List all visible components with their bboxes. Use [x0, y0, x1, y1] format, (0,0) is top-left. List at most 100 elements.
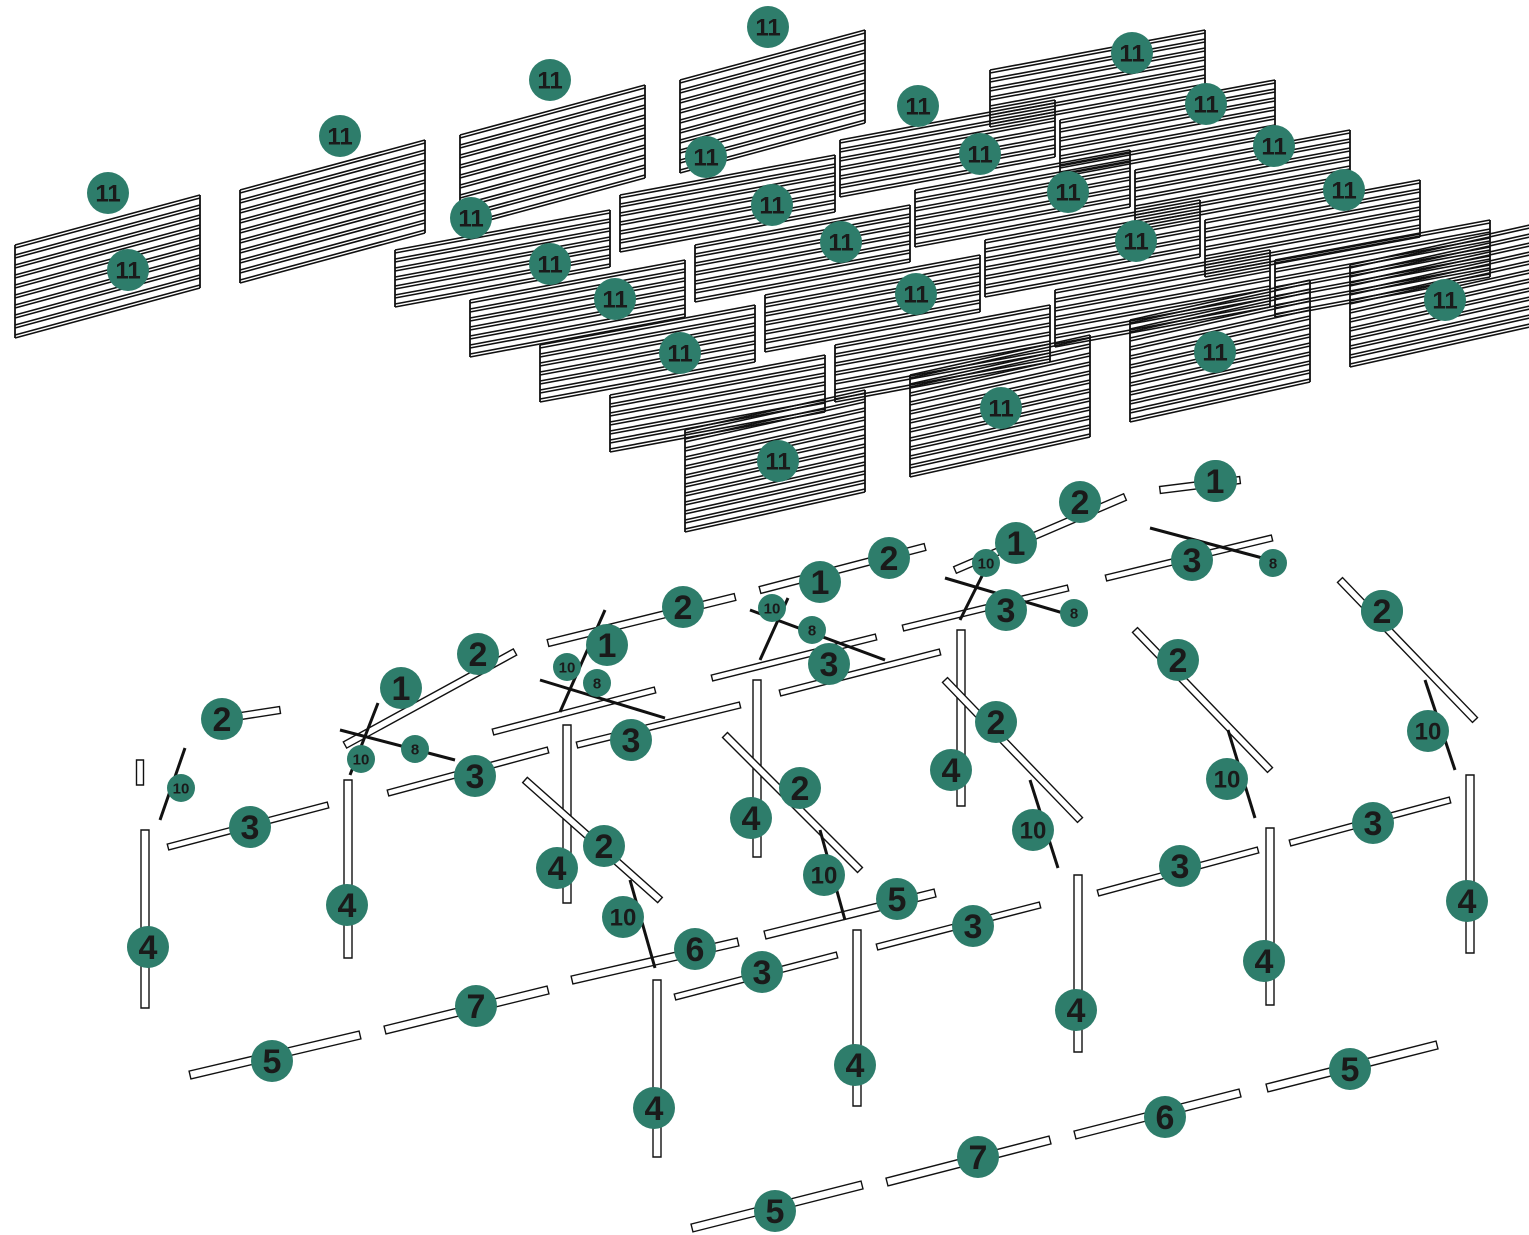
- part-callout: 8: [798, 616, 826, 644]
- part-callout: 11: [751, 184, 793, 226]
- callout-number: 4: [1255, 943, 1274, 981]
- panel-rib: [1349, 254, 1529, 296]
- callout-number: 3: [622, 722, 641, 760]
- callout-circle: [594, 278, 636, 320]
- callout-number: 1: [811, 564, 830, 602]
- panel-rib: [1274, 222, 1491, 264]
- callout-number: 11: [1331, 178, 1356, 205]
- part-callout: 2: [583, 825, 625, 867]
- panel-rib: [459, 87, 646, 139]
- panel-rib: [1054, 276, 1271, 318]
- panel-rib: [239, 202, 426, 254]
- panel-rib: [1059, 124, 1276, 166]
- panel-rib: [984, 199, 1201, 241]
- callout-circle: [1424, 279, 1466, 321]
- callout-circle: [251, 1040, 293, 1082]
- panel-rib: [679, 89, 866, 141]
- roof-panel: [619, 154, 836, 253]
- callout-number: 8: [593, 676, 601, 693]
- part-callout: 11: [747, 6, 789, 48]
- panel-rib: [834, 313, 1051, 355]
- callout-circle: [347, 745, 375, 773]
- callout-number: 10: [811, 863, 838, 890]
- callout-number: 3: [753, 954, 772, 992]
- panel-rib: [1129, 282, 1311, 324]
- panel-rib: [609, 375, 826, 417]
- bow-tube: [1336, 576, 1479, 724]
- panel-rib: [909, 433, 1091, 475]
- panel-rib: [1204, 224, 1421, 266]
- callout-number: 8: [1070, 606, 1078, 623]
- panel-rib: [1059, 133, 1276, 175]
- panel-rib: [984, 247, 1201, 289]
- panel-rib: [459, 94, 646, 146]
- part-callout: 8: [1259, 549, 1287, 577]
- panel-rib: [239, 149, 426, 201]
- panel-rib: [469, 268, 686, 310]
- panel-rib: [239, 219, 426, 271]
- panel-rib: [989, 77, 1206, 119]
- panel-rib: [684, 488, 866, 530]
- callout-number: 11: [1123, 229, 1148, 256]
- panel-rib: [1059, 97, 1276, 139]
- part-callout: 1: [380, 667, 422, 709]
- panel-rib: [989, 59, 1206, 101]
- callout-number: 11: [759, 193, 784, 220]
- callout-number: 11: [755, 15, 780, 42]
- callout-circle: [662, 586, 704, 628]
- callout-number: 2: [1373, 593, 1392, 631]
- callout-circle: [1259, 549, 1287, 577]
- panel-rib: [684, 482, 866, 524]
- panel-rib: [839, 135, 1056, 177]
- panel-rib: [834, 322, 1051, 364]
- panel-rib: [1274, 219, 1491, 261]
- panel-rib: [764, 272, 981, 314]
- part-callout: 3: [985, 589, 1027, 631]
- panel-rib: [684, 479, 866, 521]
- panel-rib: [909, 355, 1091, 397]
- part-callout: 3: [808, 643, 850, 685]
- panel-rib: [1349, 317, 1529, 359]
- panel-rib: [1059, 106, 1276, 148]
- panel-rib: [839, 120, 1056, 162]
- panel-rib: [914, 203, 1131, 245]
- roof-panel: [239, 139, 426, 284]
- callout-number: 2: [1071, 484, 1090, 522]
- panel-rib: [684, 416, 866, 458]
- panel-rib: [679, 69, 866, 121]
- panel-rib: [684, 389, 866, 431]
- panel-rib: [684, 461, 866, 503]
- panel-rib: [984, 229, 1201, 271]
- part-callout: 6: [1144, 1096, 1186, 1138]
- callout-number: 2: [674, 589, 693, 627]
- panel-rib: [1129, 363, 1311, 405]
- panel-rib: [1349, 323, 1529, 365]
- part-callout: 4: [1055, 989, 1097, 1031]
- panel-rib: [1129, 360, 1311, 402]
- callout-circle: [1059, 481, 1101, 523]
- part-callout: 11: [980, 387, 1022, 429]
- part-callout: 5: [876, 878, 918, 920]
- panel-rib: [914, 161, 1131, 203]
- callout-number: 11: [1193, 92, 1218, 119]
- panel-rib: [914, 167, 1131, 209]
- callout-number: 3: [997, 592, 1016, 630]
- callout-number: 11: [458, 206, 483, 233]
- callout-circle: [868, 537, 910, 579]
- callout-number: 1: [1206, 463, 1225, 501]
- panel-rib: [1349, 224, 1529, 266]
- panel-rib: [914, 158, 1131, 200]
- callout-number: 3: [466, 758, 485, 796]
- callout-circle: [758, 594, 786, 622]
- panel-rib: [1059, 91, 1276, 133]
- callout-circle: [980, 387, 1022, 429]
- callout-number: 2: [1169, 642, 1188, 680]
- panel-rib: [394, 248, 611, 290]
- callout-number: 11: [903, 282, 928, 309]
- callout-number: 4: [1067, 992, 1086, 1030]
- part-callout: 11: [895, 273, 937, 315]
- panel-rib: [469, 259, 686, 301]
- part-callout: 4: [633, 1087, 675, 1129]
- panel-rib: [459, 127, 646, 179]
- panel-rib: [914, 185, 1131, 227]
